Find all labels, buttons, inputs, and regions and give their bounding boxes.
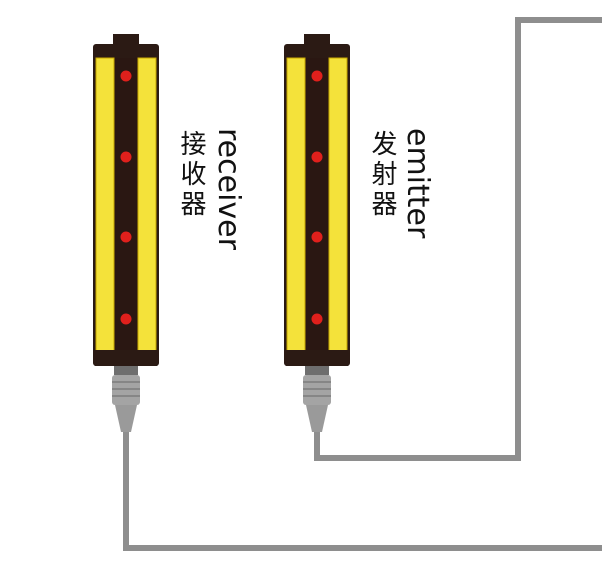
receiver-top-cap xyxy=(113,34,139,46)
emitter-housing-right xyxy=(328,57,348,353)
receiver-housing-left xyxy=(95,57,115,353)
receiver-housing-right xyxy=(137,57,157,353)
receiver-led xyxy=(120,70,132,82)
receiver-label-cn: 接收器 xyxy=(176,130,206,220)
receiver-cable xyxy=(123,430,602,551)
emitter-core xyxy=(306,58,328,352)
receiver-unit xyxy=(93,34,159,432)
emitter-led xyxy=(311,231,323,243)
receiver-connector xyxy=(112,365,140,432)
emitter-unit xyxy=(284,34,350,432)
emitter-led xyxy=(311,313,323,325)
receiver-label-en: receiver xyxy=(211,128,246,250)
emitter-led xyxy=(311,70,323,82)
receiver-leds xyxy=(120,70,132,325)
emitter-connector xyxy=(303,365,331,432)
emitter-led xyxy=(311,151,323,163)
emitter-leds xyxy=(311,70,323,325)
emitter-cable xyxy=(314,17,602,461)
emitter-label-cn: 发射器 xyxy=(367,130,397,220)
emitter-housing-left xyxy=(286,57,306,353)
emitter-label-en: emitter xyxy=(400,128,435,239)
receiver-led xyxy=(120,151,132,163)
receiver-core xyxy=(115,58,137,352)
emitter-top-cap xyxy=(304,34,330,46)
receiver-led xyxy=(120,313,132,325)
emitter-bottom-cap xyxy=(286,350,348,366)
receiver-led xyxy=(120,231,132,243)
receiver-bottom-cap xyxy=(95,350,157,366)
cables xyxy=(123,17,602,551)
